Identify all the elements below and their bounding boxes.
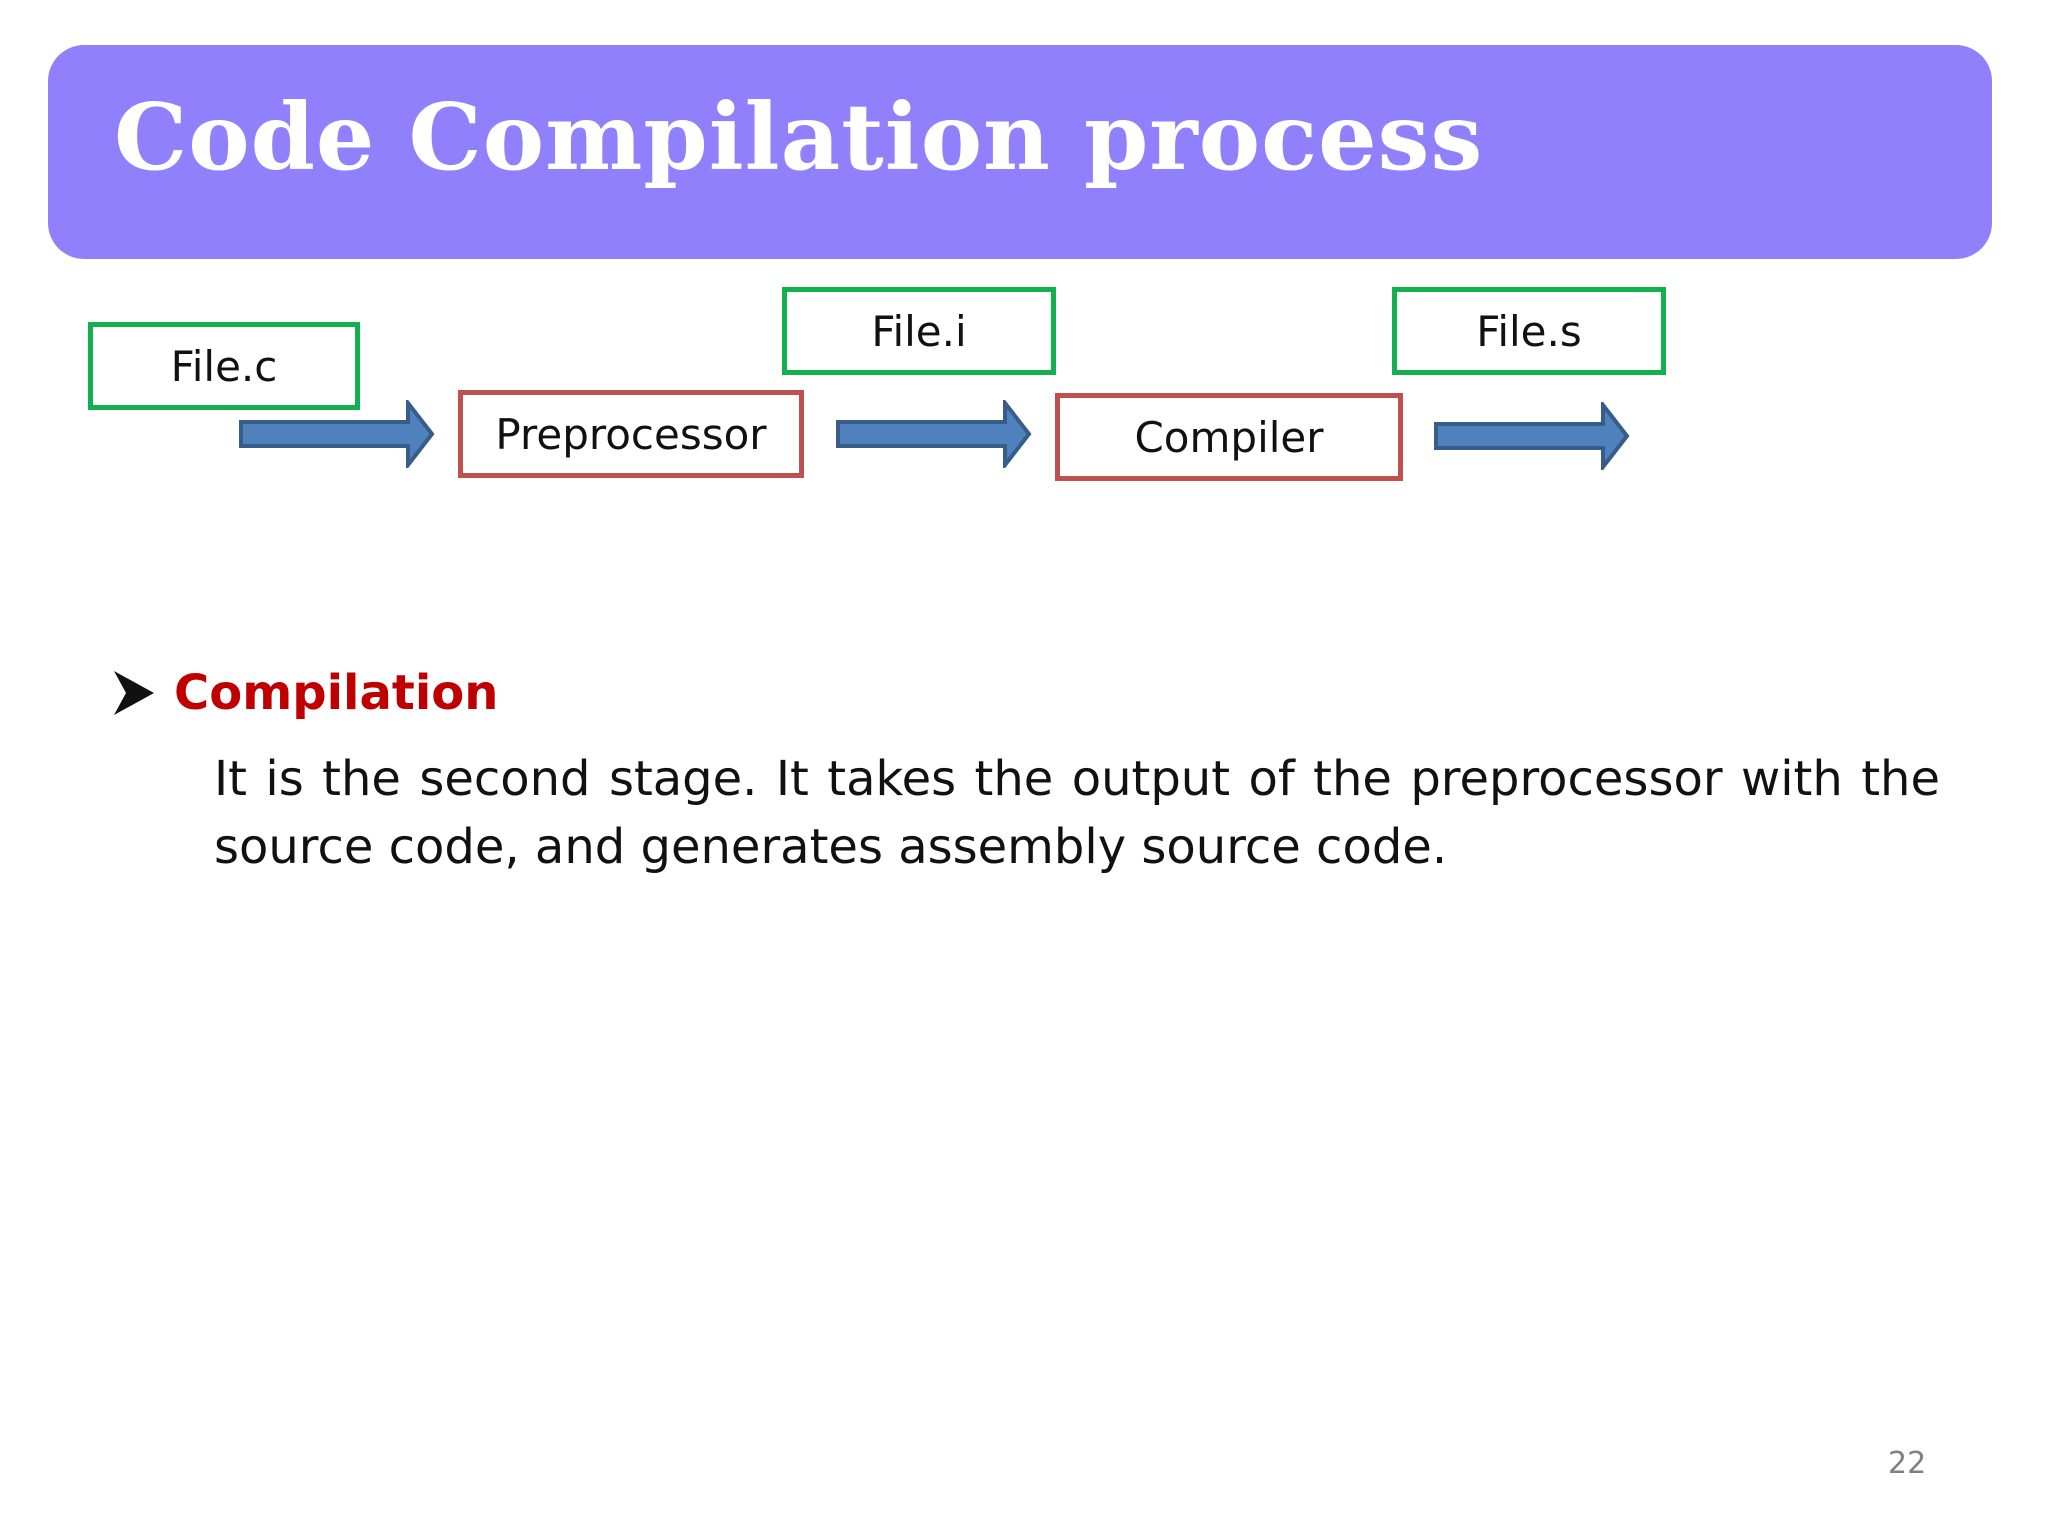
preprocessor-label: Preprocessor bbox=[495, 409, 767, 459]
bullet-item: Compilation bbox=[112, 665, 498, 721]
file-s-box: File.s bbox=[1392, 287, 1666, 375]
file-s-label: File.s bbox=[1476, 306, 1582, 356]
file-i-box: File.i bbox=[782, 287, 1056, 375]
arrow-right-icon bbox=[836, 400, 1032, 468]
slide-title: Code Compilation process bbox=[114, 83, 1484, 191]
bullet-heading: Compilation bbox=[174, 665, 499, 721]
file-c-box: File.c bbox=[88, 322, 360, 410]
preprocessor-box: Preprocessor bbox=[458, 390, 804, 478]
compiler-box: Compiler bbox=[1055, 393, 1403, 481]
body-paragraph: It is the second stage. It takes the out… bbox=[214, 751, 1940, 875]
page-number: 22 bbox=[1888, 1446, 1927, 1481]
file-i-label: File.i bbox=[871, 306, 967, 356]
arrow-right-icon bbox=[239, 400, 435, 468]
arrow-right-icon bbox=[1434, 402, 1630, 470]
arrowhead-bullet-icon bbox=[114, 671, 154, 715]
title-banner: Code Compilation process bbox=[48, 45, 1992, 259]
file-c-label: File.c bbox=[170, 341, 278, 391]
compiler-label: Compiler bbox=[1134, 412, 1324, 462]
